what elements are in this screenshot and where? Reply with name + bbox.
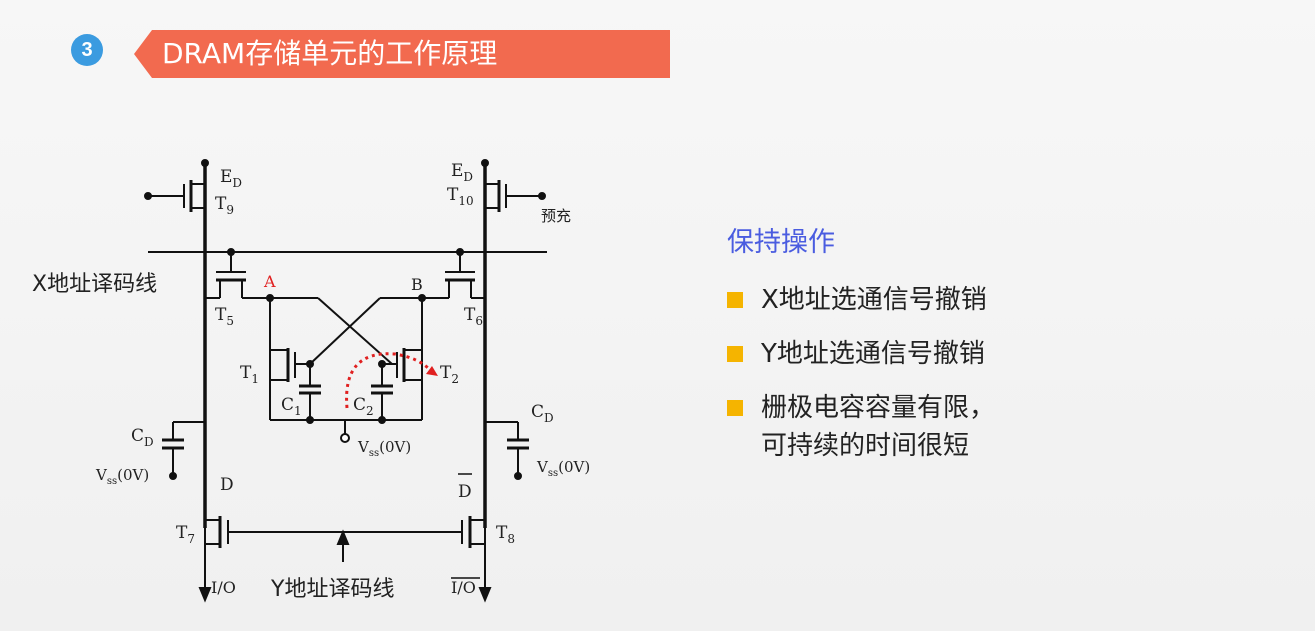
banner-shape bbox=[134, 30, 670, 78]
bullet-item: X地址选通信号撤销 bbox=[727, 281, 1287, 319]
precharge-label: 预充 bbox=[541, 207, 571, 225]
node-a-label: A bbox=[263, 272, 276, 291]
leak-arrow-head bbox=[426, 366, 438, 376]
svg-text:CD: CD bbox=[531, 402, 554, 425]
dram-circuit-diagram: ED T9 ED T10 预充 X地址译码线 A B T5 T6 T1 T2 C… bbox=[32, 159, 590, 603]
hold-operation-panel: 保持操作 X地址选通信号撤销 Y地址选通信号撤销 栅极电容容量有限， 可持续的时… bbox=[727, 220, 1287, 481]
io-label: I/O bbox=[211, 578, 236, 597]
svg-text:C1: C1 bbox=[281, 395, 302, 418]
x-decoder-label: X地址译码线 bbox=[32, 272, 157, 297]
svg-text:T1: T1 bbox=[240, 363, 259, 386]
svg-text:T7: T7 bbox=[176, 523, 195, 546]
svg-text:C2: C2 bbox=[353, 395, 374, 418]
circuit-wires bbox=[144, 159, 547, 603]
svg-text:Vss(0V): Vss(0V) bbox=[536, 458, 590, 479]
bullet-square-icon bbox=[727, 346, 743, 362]
svg-text:CD: CD bbox=[131, 426, 154, 449]
bullet-square-icon bbox=[727, 400, 743, 416]
page-title: DRAM存储单元的工作原理 bbox=[162, 37, 498, 70]
svg-text:T9: T9 bbox=[215, 194, 234, 217]
bitline-dbar-label: D bbox=[458, 482, 472, 502]
bullet-text: Y地址选通信号撤销 bbox=[761, 339, 985, 369]
bullet-item: Y地址选通信号撤销 bbox=[727, 335, 1287, 373]
svg-text:ED: ED bbox=[451, 161, 473, 184]
bitline-d-label: D bbox=[220, 475, 234, 495]
y-decoder-label: Y地址译码线 bbox=[270, 577, 394, 602]
section-number-badge: 3 bbox=[71, 34, 103, 66]
svg-text:T5: T5 bbox=[215, 305, 234, 328]
bullet-square-icon bbox=[727, 292, 743, 308]
svg-text:T8: T8 bbox=[496, 523, 515, 546]
bullet-text-continued: 可持续的时间很短 bbox=[761, 431, 970, 461]
svg-text:T6: T6 bbox=[464, 305, 483, 328]
panel-heading: 保持操作 bbox=[727, 227, 835, 258]
svg-text:T10: T10 bbox=[447, 185, 474, 208]
title-banner: DRAM存储单元的工作原理 bbox=[134, 30, 670, 78]
bullet-text: X地址选通信号撤销 bbox=[761, 285, 987, 315]
svg-text:Vss(0V): Vss(0V) bbox=[357, 438, 411, 459]
svg-text:Vss(0V): Vss(0V) bbox=[95, 466, 149, 487]
bullet-item: 栅极电容容量有限， 可持续的时间很短 bbox=[727, 389, 1287, 465]
leak-current-arrow bbox=[345, 352, 434, 409]
bullet-text: 栅极电容容量有限， bbox=[761, 393, 996, 423]
svg-text:T2: T2 bbox=[440, 363, 459, 386]
io-bar-label: I/O bbox=[451, 578, 476, 597]
svg-text:ED: ED bbox=[220, 167, 242, 190]
node-b-label: B bbox=[411, 275, 423, 294]
